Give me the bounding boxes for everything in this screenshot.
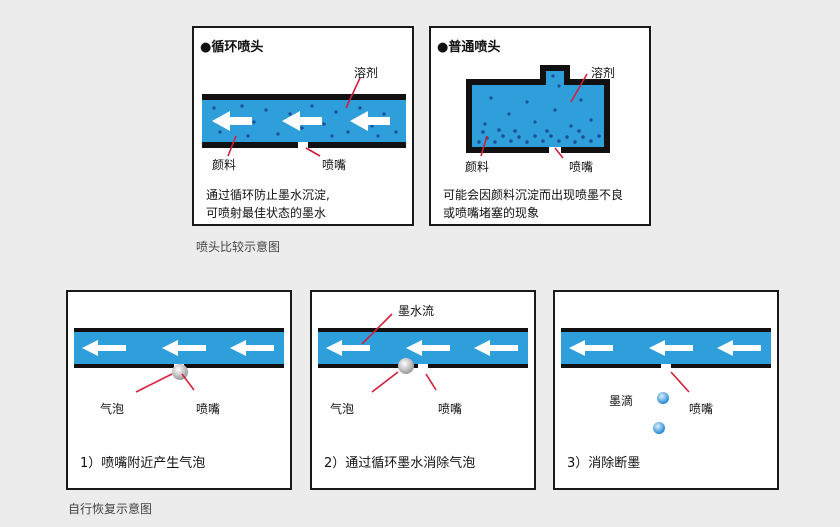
circulating-head-panel: ●循环喷头 溶剂 颜料 喷嘴 通过循环防止墨水沉淀, 可喷射最佳状态的墨水 [192, 26, 414, 226]
normal-head-diagram [466, 65, 610, 159]
normal-head-panel: ●普通喷头 溶剂 颜料 喷嘴 可能会因颜料沉淀而出现喷墨不良 或喷嘴堵塞的现象 [429, 26, 651, 226]
bubble [398, 358, 414, 374]
circulating-head-desc-1: 通过循环防止墨水沉淀, [206, 188, 330, 202]
ink-drop [657, 392, 669, 404]
step1-text: 1）喷嘴附近产生气泡 [80, 456, 206, 471]
step2-panel: 墨水流 气泡 喷嘴 2）通过循环墨水消除气泡 [310, 290, 536, 490]
solvent-label: 溶剂 [591, 66, 616, 80]
nozzle-label: 喷嘴 [322, 158, 347, 172]
nozzle-label: 喷嘴 [438, 402, 463, 416]
normal-head-desc-2: 或喷嘴堵塞的现象 [443, 206, 540, 220]
nozzle-label: 喷嘴 [689, 402, 714, 416]
step3-text: 3）消除断墨 [567, 456, 641, 471]
step2-text: 2）通过循环墨水消除气泡 [324, 456, 476, 471]
bubble-label: 气泡 [100, 402, 125, 416]
nozzle-label: 喷嘴 [196, 402, 221, 416]
head-comparison-caption: 喷头比较示意图 [196, 240, 281, 254]
circulating-head-title: ●循环喷头 [200, 40, 264, 55]
pigment-label: 颜料 [465, 160, 490, 174]
step1-diagram [74, 328, 284, 393]
step3-panel: 墨滴 喷嘴 3）消除断墨 [553, 290, 779, 490]
step2-diagram [318, 313, 528, 393]
ink-drop-label: 墨滴 [609, 394, 634, 408]
circulating-head-desc-2: 可喷射最佳状态的墨水 [206, 206, 327, 220]
normal-head-desc-1: 可能会因颜料沉淀而出现喷墨不良 [443, 188, 624, 202]
self-recovery-caption: 自行恢复示意图 [68, 502, 153, 516]
ink-flow-label: 墨水流 [398, 304, 435, 318]
bubble-label: 气泡 [330, 402, 355, 416]
step1-panel: 气泡 喷嘴 1）喷嘴附近产生气泡 [66, 290, 292, 490]
normal-head-title: ●普通喷头 [437, 40, 501, 55]
nozzle-label: 喷嘴 [569, 160, 594, 174]
ink-drop [653, 422, 665, 434]
circulating-head-diagram [202, 77, 406, 157]
step3-diagram [561, 328, 771, 434]
solvent-label: 溶剂 [354, 66, 379, 80]
pigment-label: 颜料 [212, 158, 237, 172]
